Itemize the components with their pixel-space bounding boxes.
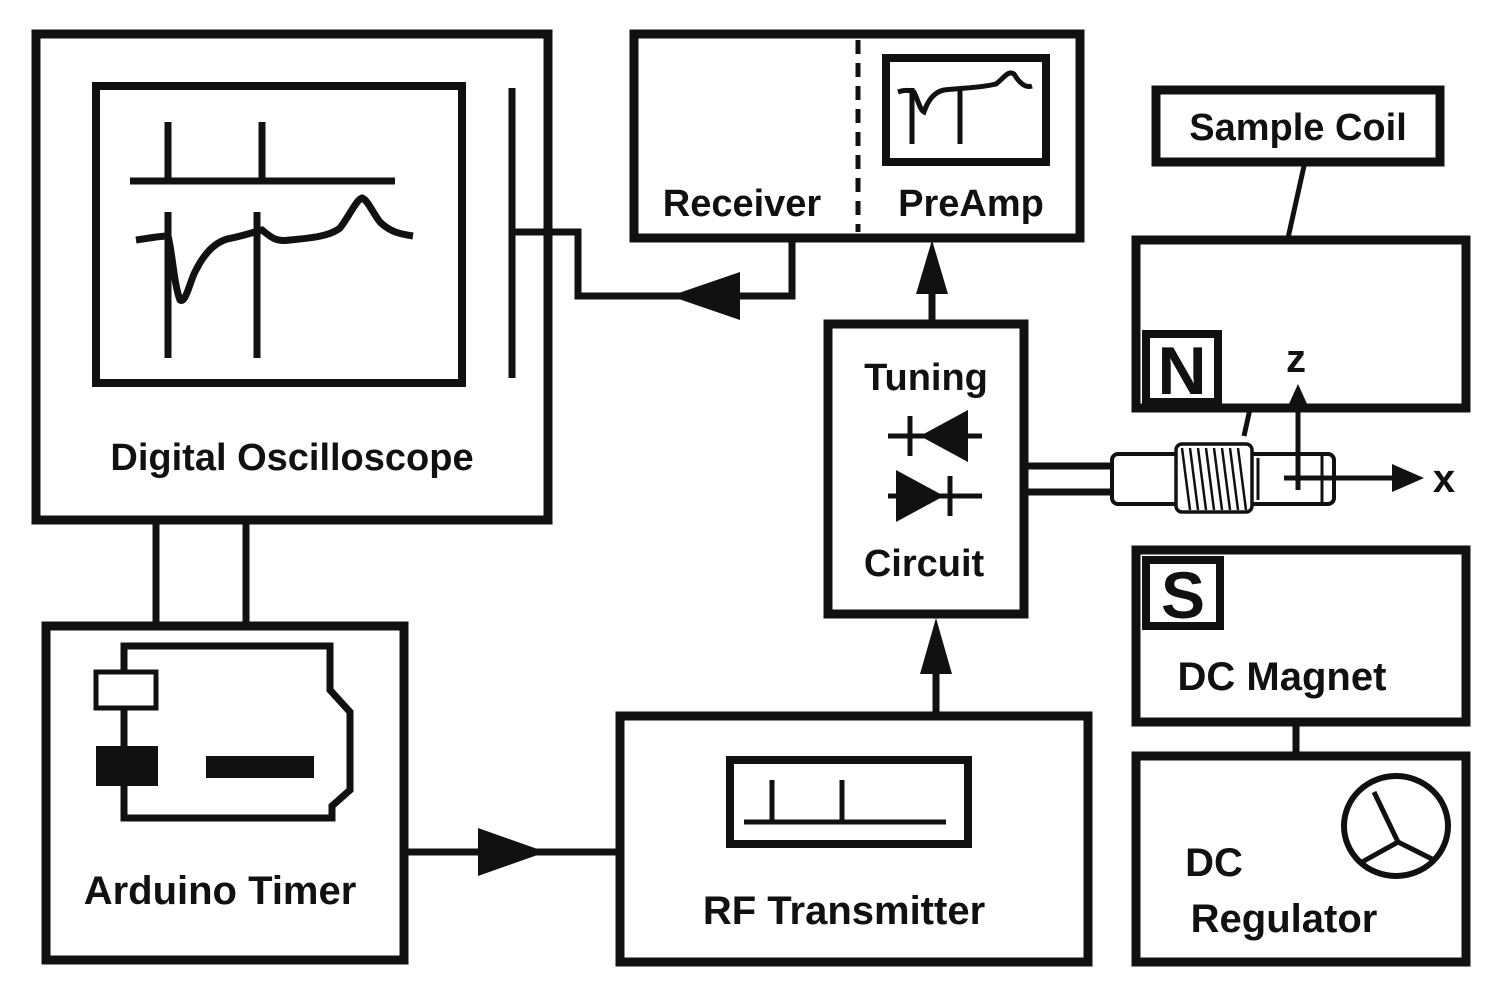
tuning-diode-upper-icon xyxy=(888,410,982,462)
transmitter-to-tuning-arrow xyxy=(920,618,952,674)
south-pole-badge xyxy=(1142,556,1224,630)
dc-magnet-label: DC Magnet xyxy=(1178,655,1387,699)
oscilloscope-echo-markers xyxy=(164,212,261,358)
dc-regulator-label-line2: Regulator xyxy=(1191,897,1378,941)
rf-transmitter-label: RF Transmitter xyxy=(703,889,985,933)
arduino-board-icon xyxy=(120,642,354,822)
axis-x-label: x xyxy=(1433,457,1455,501)
axis-z-arrowhead xyxy=(1288,384,1308,406)
receiver-to-oscilloscope-link xyxy=(512,228,796,320)
arduino-chip xyxy=(206,756,314,778)
oscilloscope-pulse-trace xyxy=(130,122,395,185)
tuning-diode-lower-icon xyxy=(888,470,982,522)
arduino-usb-port xyxy=(93,669,159,711)
tuning-circuit-block: Tuning Circuit xyxy=(823,319,1029,619)
tuning-label-line1: Tuning xyxy=(864,357,988,399)
arduino-timer-block: Arduino Timer xyxy=(41,621,409,965)
arduino-power-jack xyxy=(96,746,158,786)
arduino-to-transmitter-link xyxy=(404,828,620,876)
meter-dial-icon xyxy=(1341,773,1451,879)
rf-transmitter-block: RF Transmitter xyxy=(615,711,1093,967)
dc-regulator-block: DC Regulator xyxy=(1131,751,1471,967)
tuning-to-preamp-link xyxy=(916,240,948,324)
oscilloscope-echo-trace xyxy=(135,194,414,304)
receiver-to-oscilloscope-arrow xyxy=(670,272,740,320)
oscilloscope-to-arduino-link xyxy=(152,520,250,626)
magnet-north-pole: N z xyxy=(1131,235,1471,413)
sample-probe: x xyxy=(1026,384,1455,514)
circuit-label-line2: Circuit xyxy=(864,543,985,585)
sample-coil-label: Sample Coil xyxy=(1189,107,1407,149)
oscilloscope-label: Digital Oscilloscope xyxy=(110,437,473,479)
receiver-label: Receiver xyxy=(663,183,822,225)
receiver-preamp-block: Receiver PreAmp xyxy=(629,29,1085,243)
magnet-south-pole: S DC Magnet xyxy=(1131,545,1471,727)
dc-regulator-label-line1: DC xyxy=(1185,841,1243,885)
preamp-display-markers xyxy=(909,88,963,144)
transmitter-display xyxy=(726,756,972,848)
south-pole-label: S xyxy=(1161,558,1205,632)
north-pole-badge xyxy=(1142,330,1222,406)
sample-coil-winding-icon xyxy=(1174,442,1254,514)
tuning-to-preamp-arrow xyxy=(916,240,948,294)
north-pole-label: N xyxy=(1157,333,1206,409)
sample-coil-callout: Sample Coil xyxy=(1151,85,1445,437)
axis-x-arrowhead xyxy=(1392,464,1424,492)
arduino-to-transmitter-arrow xyxy=(478,828,546,876)
transmitter-pulse-trace xyxy=(744,780,946,825)
oscilloscope-block: Digital Oscilloscope xyxy=(31,29,553,525)
axis-z-label: z xyxy=(1286,337,1306,381)
transmitter-to-tuning-link xyxy=(920,618,952,716)
arduino-timer-label: Arduino Timer xyxy=(84,869,357,913)
preamp-label: PreAmp xyxy=(898,183,1044,225)
